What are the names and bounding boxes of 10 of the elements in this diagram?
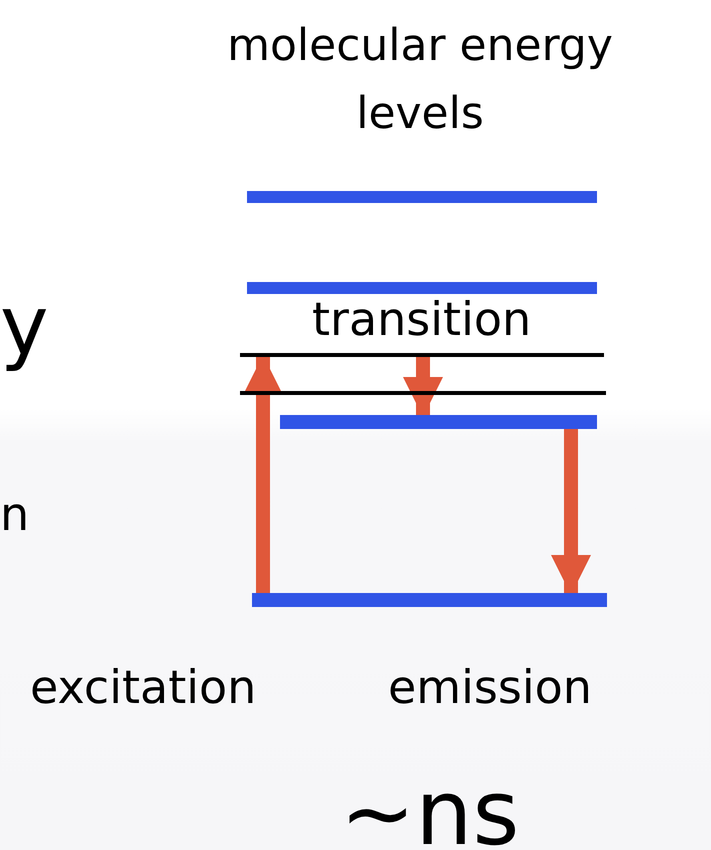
- emission-label: emission: [388, 660, 592, 716]
- partial-text: n: [0, 487, 30, 542]
- transition-label: transition: [312, 292, 532, 348]
- excitation-label: excitation: [30, 660, 256, 716]
- arrow: [551, 429, 591, 595]
- heading: molecular energy levels: [226, 19, 614, 142]
- arrow: [243, 355, 283, 593]
- time-scale-label: ~ns: [340, 760, 520, 850]
- arrow: [403, 357, 443, 417]
- partial-text: y: [0, 278, 49, 376]
